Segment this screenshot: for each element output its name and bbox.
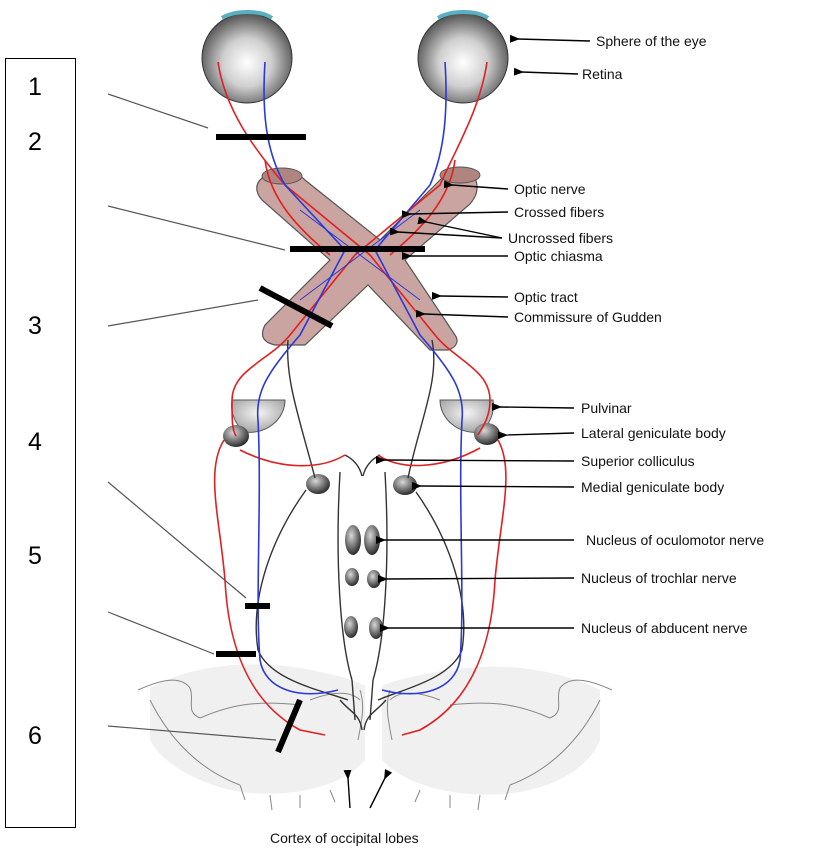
label-optic-chiasma: Optic chiasma	[514, 248, 603, 264]
lesion-number-1: 1	[28, 73, 42, 102]
lesion-number-4: 4	[28, 428, 42, 457]
thalamus	[223, 400, 500, 495]
label-sphere-of-eye: Sphere of the eye	[596, 33, 707, 49]
label-commissure-of-gudden: Commissure of Gudden	[514, 309, 662, 325]
lesion-number-6: 6	[28, 722, 42, 751]
label-optic-nerve: Optic nerve	[514, 181, 586, 197]
label-nucleus-abducent: Nucleus of abducent nerve	[581, 620, 748, 636]
left-eye	[202, 12, 292, 103]
label-lateral-geniculate-body: Lateral geniculate body	[581, 425, 726, 441]
label-optic-tract: Optic tract	[514, 289, 578, 305]
label-cortex-occipital: Cortex of occipital lobes	[270, 830, 419, 846]
optic-x-structure	[257, 167, 480, 350]
right-mgb	[393, 475, 417, 495]
occipital-cortex	[138, 664, 612, 810]
label-pulvinar: Pulvinar	[581, 400, 632, 416]
left-mgb	[306, 474, 330, 494]
label-crossed-fibers: Crossed fibers	[514, 204, 604, 220]
label-superior-colliculus: Superior colliculus	[581, 453, 695, 469]
label-nucleus-oculomotor: Nucleus of oculomotor nerve	[586, 532, 764, 548]
label-medial-geniculate-body: Medial geniculate body	[581, 479, 724, 495]
optic-chiasma-shape	[257, 169, 477, 350]
brainstem-nuclei	[344, 525, 383, 639]
uncrossed-fibers	[258, 62, 463, 694]
lesion-number-5: 5	[28, 542, 42, 571]
lesion-number-2: 2	[28, 128, 42, 157]
label-nucleus-trochlar: Nucleus of trochlar nerve	[581, 570, 737, 586]
label-uncrossed-fibers: Uncrossed fibers	[508, 230, 613, 246]
right-eye	[418, 12, 508, 103]
lesion-number-3: 3	[28, 312, 42, 341]
label-retina: Retina	[582, 66, 622, 82]
